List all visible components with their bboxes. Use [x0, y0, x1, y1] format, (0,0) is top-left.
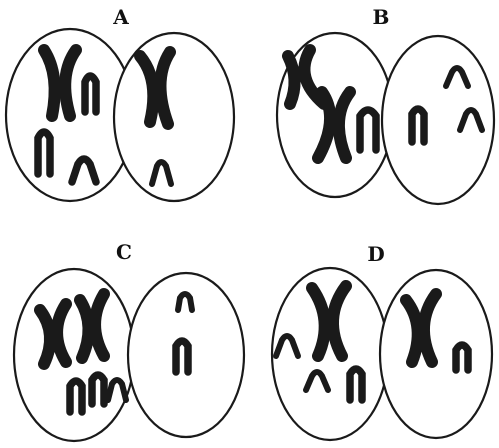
panel-b: B: [277, 5, 494, 204]
cell-a-right: [114, 33, 234, 201]
panel-d: D: [272, 242, 492, 440]
panel-label-d: D: [367, 242, 384, 266]
panel-c: C: [14, 240, 244, 441]
panel-label-a: A: [112, 5, 129, 29]
panel-label-b: B: [373, 5, 390, 29]
panel-a: A: [6, 5, 234, 201]
cell-c-left: [14, 269, 134, 441]
panel-label-c: C: [116, 240, 132, 264]
cell-d-left: [272, 268, 388, 440]
chromosome-x-b1: [288, 56, 295, 104]
